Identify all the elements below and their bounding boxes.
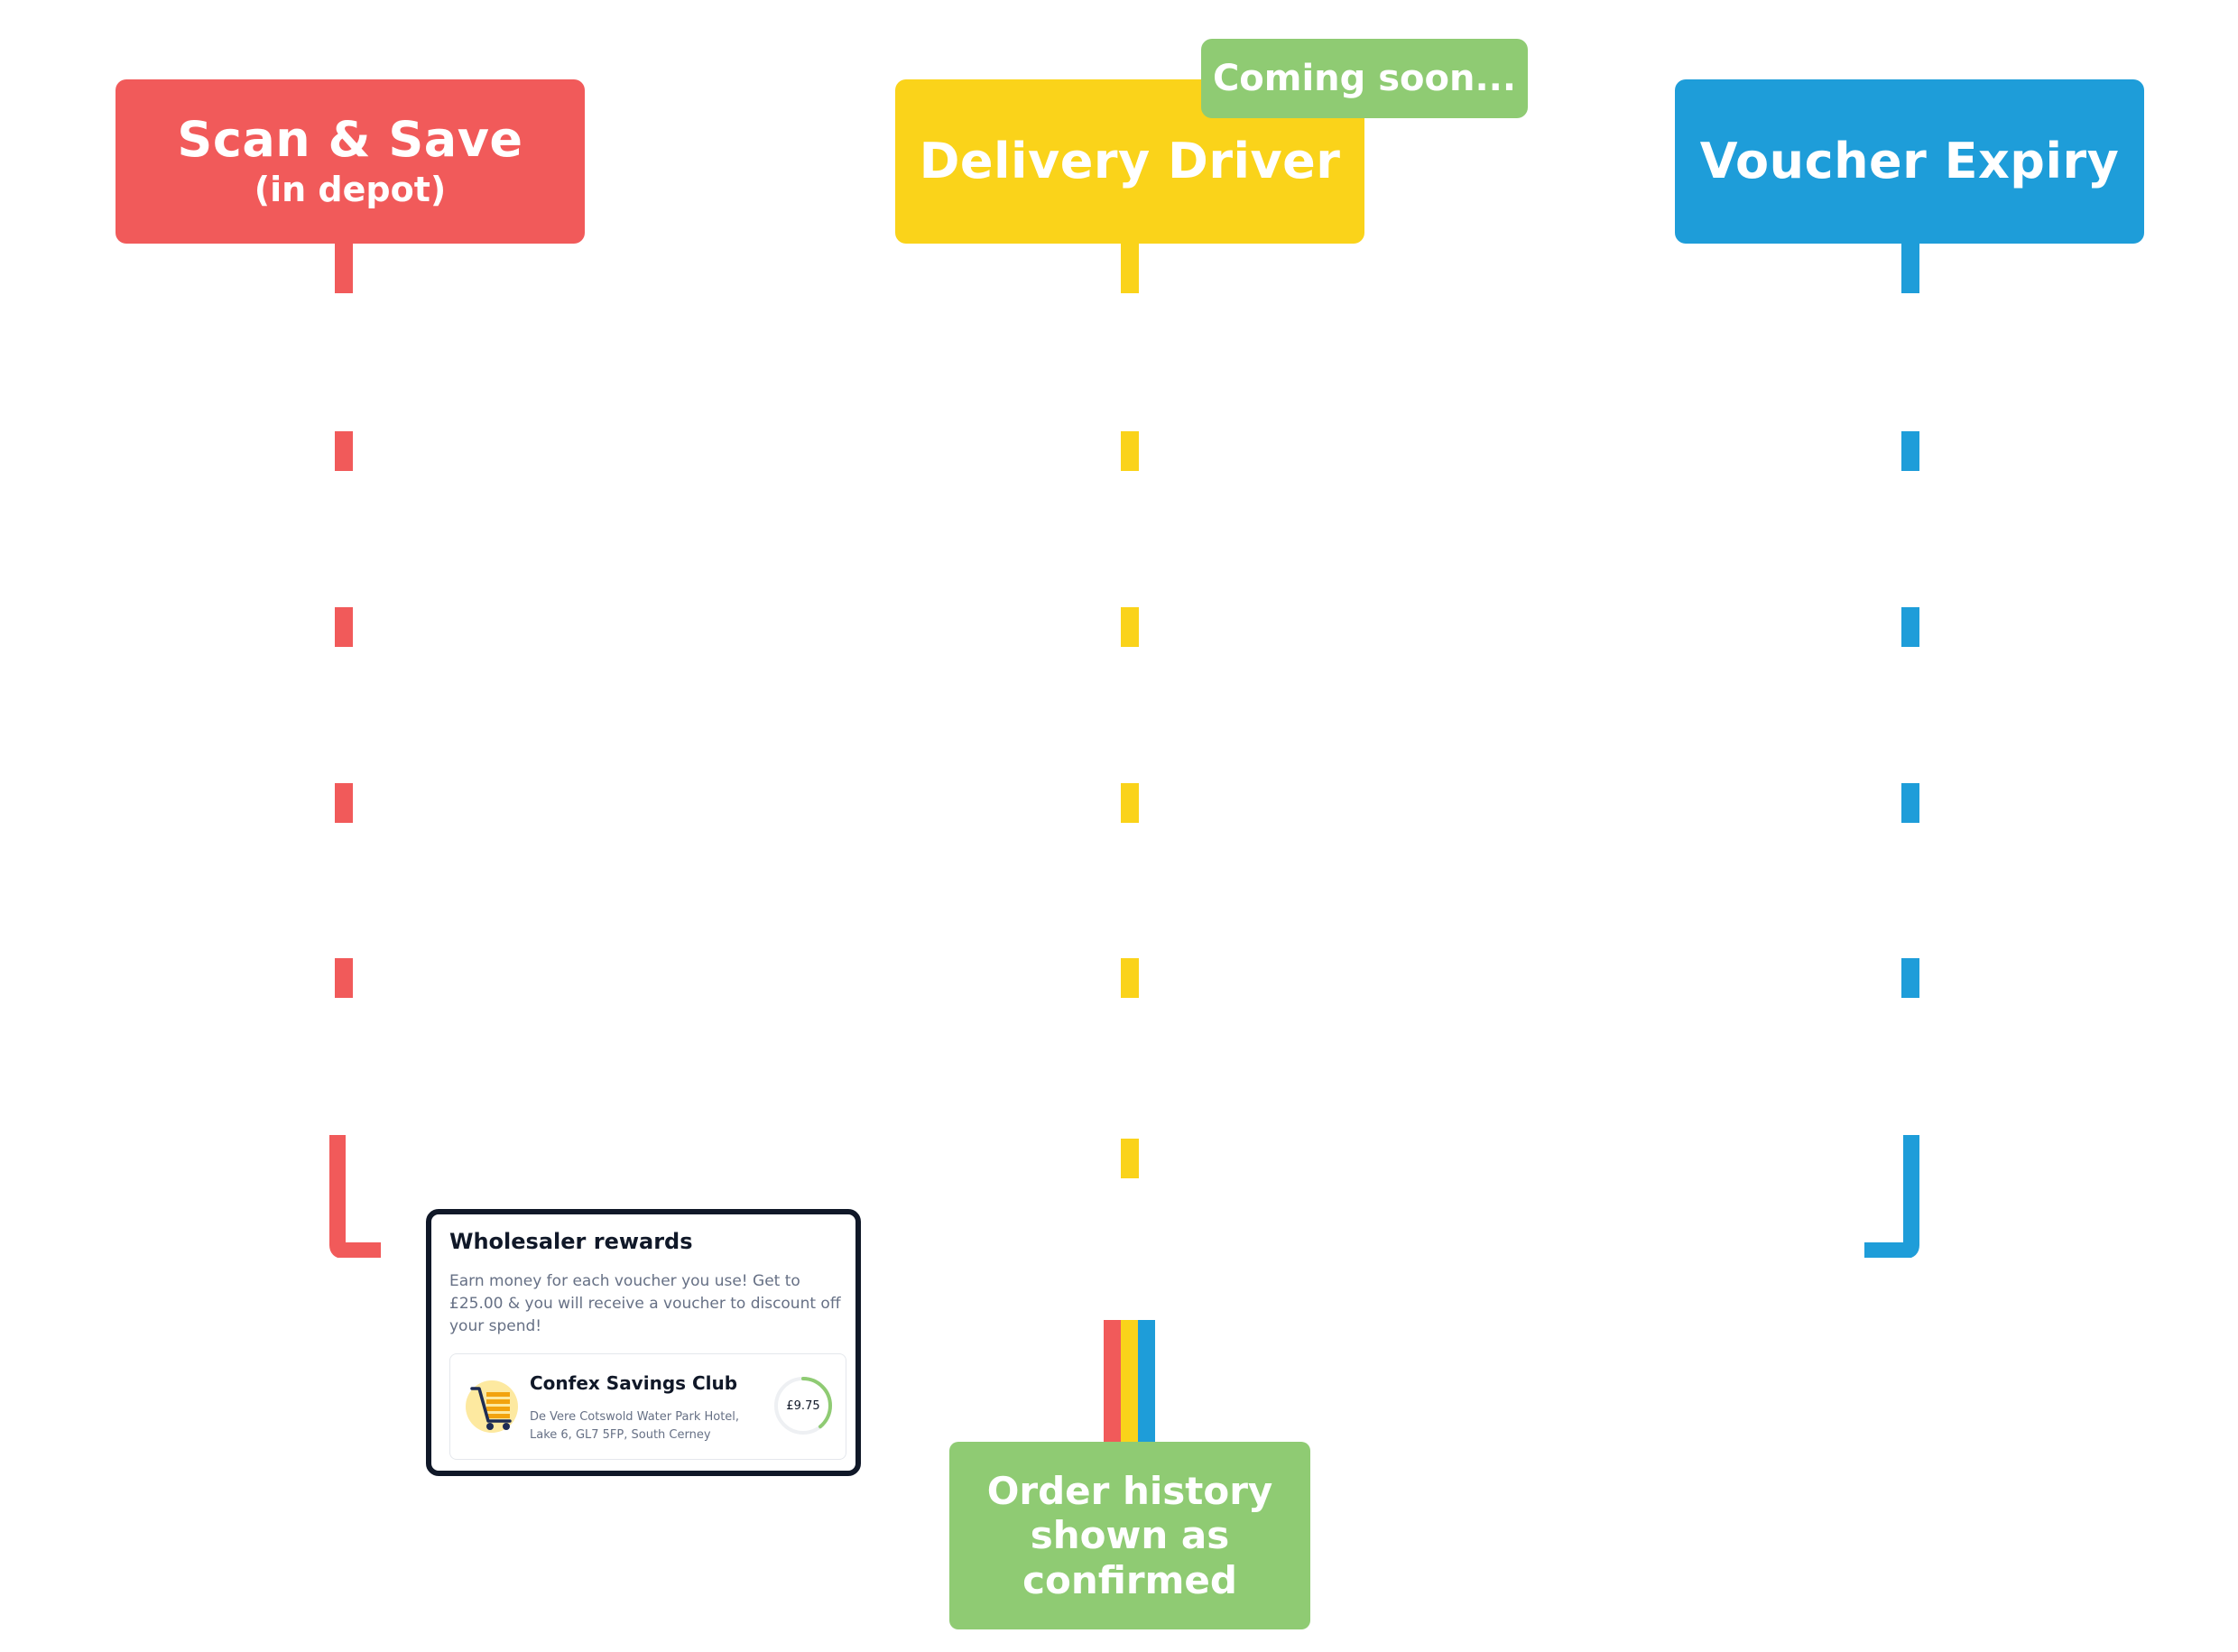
scan-save-title: Scan & Save [177, 110, 523, 168]
savings-club-name: Confex Savings Club [530, 1372, 738, 1394]
wholesaler-rewards-card: Wholesaler rewards Earn money for each v… [426, 1209, 861, 1476]
progress-ring [774, 1377, 832, 1435]
rewards-card-description: Earn money for each voucher you use! Get… [449, 1272, 841, 1335]
progress-amount: £9.75 [786, 1398, 820, 1413]
coming-soon-badge: Coming soon... [1201, 39, 1528, 118]
blue-corner-connector [1864, 1135, 1919, 1258]
yellow-connector-dash [1121, 1139, 1139, 1178]
red-connector-dash [335, 431, 353, 471]
yellow-connector-dash [1121, 783, 1139, 823]
red-merge-stripe [1104, 1320, 1121, 1443]
savings-club-address: De Vere Cotswold Water Park Hotel, Lake … [530, 1410, 740, 1442]
rewards-card-title: Wholesaler rewards [449, 1229, 693, 1254]
yellow-merge-stripe [1121, 1320, 1138, 1443]
yellow-connector-dash [1121, 244, 1139, 293]
blue-connector-dash [1901, 607, 1919, 647]
yellow-connector-dash [1121, 958, 1139, 998]
blue-merge-stripe [1138, 1320, 1155, 1443]
red-connector-dash [335, 783, 353, 823]
red-connector-dash [335, 607, 353, 647]
delivery-driver-title: Delivery Driver [919, 133, 1341, 190]
shopping-cart-icon [466, 1380, 518, 1433]
order-history-box: Order history shown as confirmed [949, 1442, 1310, 1629]
red-connector-dash [335, 958, 353, 998]
blue-connector-dash [1901, 431, 1919, 471]
yellow-connector-dash [1121, 431, 1139, 471]
order-history-label: Order history shown as confirmed [986, 1469, 1273, 1602]
yellow-connector-dash [1121, 607, 1139, 647]
blue-connector-dash [1901, 958, 1919, 998]
savings-club-item[interactable]: Confex Savings Club De Vere Cotswold Wat… [449, 1353, 846, 1460]
red-corner-connector [329, 1135, 381, 1258]
voucher-expiry-box: Voucher Expiry [1675, 79, 2144, 244]
red-connector-dash [335, 244, 353, 293]
voucher-expiry-title: Voucher Expiry [1699, 133, 2120, 190]
scan-save-subtitle: (in depot) [254, 169, 447, 209]
blue-connector-dash [1901, 244, 1919, 293]
scan-save-box: Scan & Save (in depot) [116, 79, 585, 244]
blue-connector-dash [1901, 783, 1919, 823]
